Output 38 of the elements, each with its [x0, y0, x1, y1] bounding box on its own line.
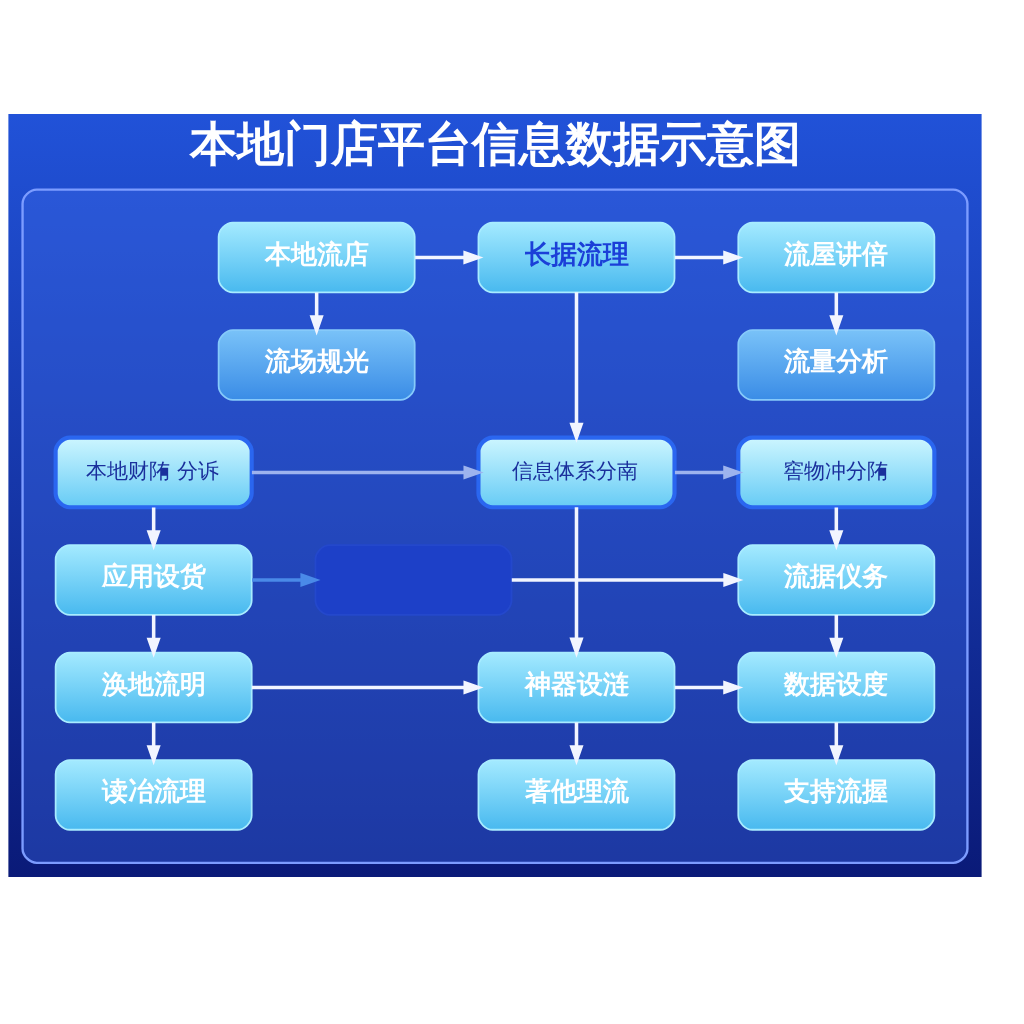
node-box: 应用设货 — [54, 543, 253, 616]
arrow — [829, 721, 844, 765]
node-box: 著他理流 — [477, 758, 676, 831]
arrow — [415, 249, 484, 265]
arrow — [829, 614, 844, 658]
arrow — [674, 679, 744, 694]
node-box: 涣地流明 — [54, 651, 253, 723]
node-box: 本地流店 — [217, 221, 416, 293]
node-box: 流场规光 — [217, 328, 416, 401]
arrow — [146, 614, 161, 658]
node-box: 本地财陏 分诉 — [53, 435, 254, 509]
node-box: 数据设度 — [737, 651, 936, 723]
arrow — [309, 292, 324, 335]
node-box: 信息体系分南 — [476, 435, 677, 509]
arrow — [674, 249, 744, 265]
node-box: 流屋讲倍 — [737, 221, 936, 293]
arrow — [569, 721, 584, 765]
arrow — [146, 721, 161, 765]
node-box — [314, 543, 513, 616]
arrow — [829, 507, 844, 550]
arrow — [251, 464, 484, 479]
node-box: 长据流理 — [477, 221, 676, 293]
arrow — [829, 292, 844, 335]
cluster — [21, 187, 969, 864]
node-box: 流量分析 — [737, 328, 936, 401]
node-box: 神器设涟 — [477, 651, 676, 723]
diagram-title: 本地门店平台信息数据示意图 — [189, 115, 801, 171]
arrow — [569, 506, 584, 658]
arrow — [146, 507, 161, 550]
arrow — [252, 572, 321, 587]
node-box: 读冶流理 — [54, 758, 253, 831]
arrow — [674, 464, 744, 479]
node-box: 支持流握 — [737, 758, 936, 831]
node-box: 窖物冲分陏 — [736, 435, 937, 509]
node-box: 流据仪务 — [737, 543, 936, 616]
arrow — [511, 572, 744, 587]
arrow — [569, 291, 584, 443]
arrow — [251, 679, 484, 694]
